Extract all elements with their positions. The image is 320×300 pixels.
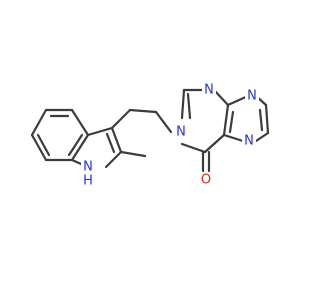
atom-label-h: H bbox=[83, 174, 93, 189]
bond bbox=[30, 108, 48, 137]
bond bbox=[222, 103, 230, 137]
bond-layer bbox=[30, 88, 270, 173]
bond-double-inner bbox=[36, 133, 51, 157]
bond-double-inner bbox=[67, 133, 84, 157]
bond-double-inner bbox=[228, 110, 235, 134]
atom-label-n: N bbox=[83, 160, 93, 175]
bond bbox=[70, 133, 90, 162]
bond bbox=[154, 110, 173, 134]
bond bbox=[222, 133, 245, 143]
bond bbox=[30, 133, 48, 162]
bond-double-inner bbox=[186, 92, 192, 120]
molecule-structure-diagram: N H N N N N O bbox=[30, 82, 270, 189]
bond bbox=[264, 103, 270, 135]
bond bbox=[180, 88, 186, 120]
bond bbox=[119, 150, 147, 158]
bond bbox=[180, 142, 207, 154]
atom-label-o: O bbox=[201, 173, 211, 188]
bond-double-inner bbox=[105, 132, 116, 154]
bond bbox=[110, 108, 132, 130]
bond bbox=[203, 133, 226, 154]
bond bbox=[128, 108, 158, 114]
bond bbox=[226, 94, 250, 107]
atom-label-n: N bbox=[247, 89, 257, 104]
atom-label-layer: N H N N N N O bbox=[81, 82, 259, 189]
bond bbox=[110, 126, 123, 154]
bond bbox=[104, 150, 123, 169]
bond bbox=[212, 88, 230, 107]
bond bbox=[86, 126, 114, 137]
bond-double-inner bbox=[258, 108, 264, 132]
atom-label-n: N bbox=[176, 125, 186, 140]
atom-label-n: N bbox=[204, 83, 214, 98]
bond bbox=[254, 131, 270, 143]
atom-label-n: N bbox=[244, 134, 254, 149]
bond bbox=[70, 108, 90, 137]
